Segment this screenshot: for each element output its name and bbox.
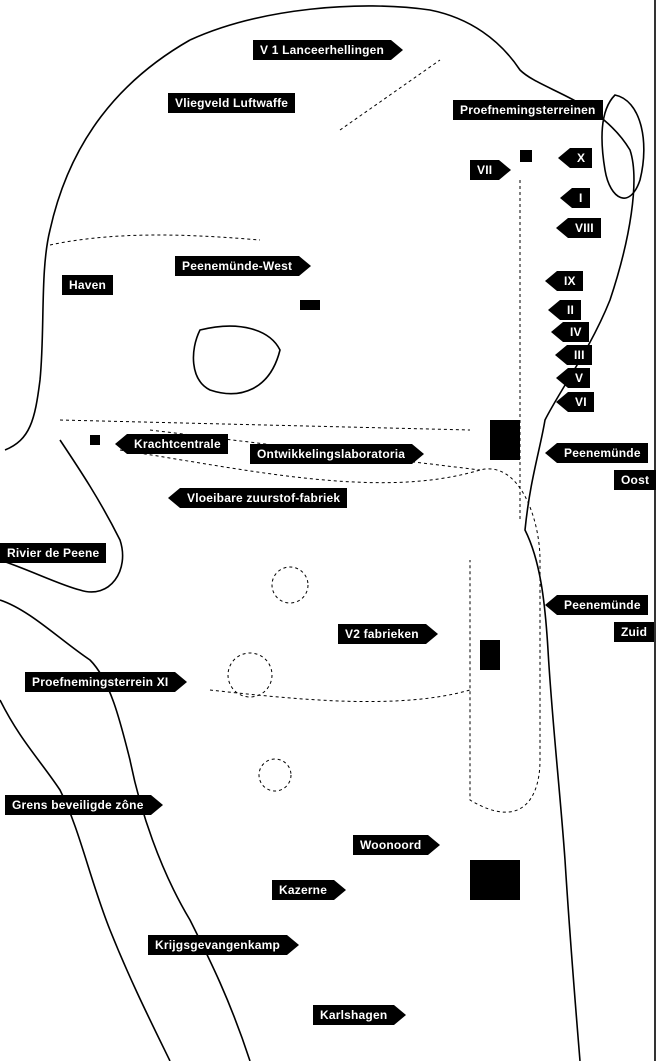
label-krachtcentrale: Krachtcentrale (115, 434, 228, 454)
label-proefnemingsterrein-xi: Proefnemingsterrein XI (25, 672, 188, 692)
label-karlshagen: Karlshagen (313, 1005, 407, 1025)
label-woonoord: Woonoord (353, 835, 441, 855)
label-site-vi: VI (556, 392, 594, 412)
label-vloeibare-zuurstof-fabriek: Vloeibare zuurstof-fabriek (167, 488, 348, 508)
label-oost: Oost (614, 470, 657, 490)
label-site-i: I (560, 188, 590, 208)
label-zuid: Zuid (614, 622, 655, 642)
label-v1-lanceerhellingen: V 1 Lanceerhellingen (253, 40, 404, 60)
label-site-ii: II (547, 300, 582, 320)
label-site-ix: IX (545, 271, 583, 291)
label-peenemunde-zuid: Peenemünde (545, 595, 648, 615)
label-site-v: V (555, 368, 591, 388)
label-site-iii: III (555, 345, 592, 365)
label-kazerne: Kazerne (272, 880, 347, 900)
v1-launch-ramp (339, 59, 441, 131)
label-site-x: X (557, 148, 593, 168)
label-krijgsgevangenkamp: Krijgsgevangenkamp (148, 935, 299, 955)
label-proefnemingsterreinen: Proefnemingsterreinen (453, 100, 603, 120)
label-grens-beveiligde-zone: Grens beveiligde zône (5, 795, 163, 815)
circular-site-2 (258, 758, 292, 792)
label-peenemunde-west: Peenemünde-West (175, 256, 312, 276)
east-lake (601, 94, 645, 199)
label-peenemunde-oost: Peenemünde (545, 443, 648, 463)
lake-shore (192, 325, 281, 395)
label-site-viii: VIII (556, 218, 601, 238)
western-coastline (0, 39, 191, 593)
test-site-xi-circle (227, 652, 273, 698)
label-v2-fabrieken: V2 fabrieken (338, 624, 438, 644)
label-vliegveld-luftwaffe: Vliegveld Luftwaffe (168, 93, 296, 113)
circular-site (271, 566, 309, 604)
peene-river-bank-2 (0, 699, 171, 1061)
runway (49, 234, 261, 246)
label-haven: Haven (62, 275, 114, 295)
label-site-iv: IV (551, 322, 589, 342)
buildings (90, 150, 532, 900)
label-rivier-de-peene: Rivier de Peene (0, 543, 107, 563)
label-ontwikkelingslaboratoria: Ontwikkelingslaboratoria (250, 444, 425, 464)
railway-loop (119, 449, 541, 813)
label-site-vii: VII (470, 160, 512, 180)
northern-coastline (189, 5, 635, 1061)
peene-river-bank (0, 599, 251, 1061)
